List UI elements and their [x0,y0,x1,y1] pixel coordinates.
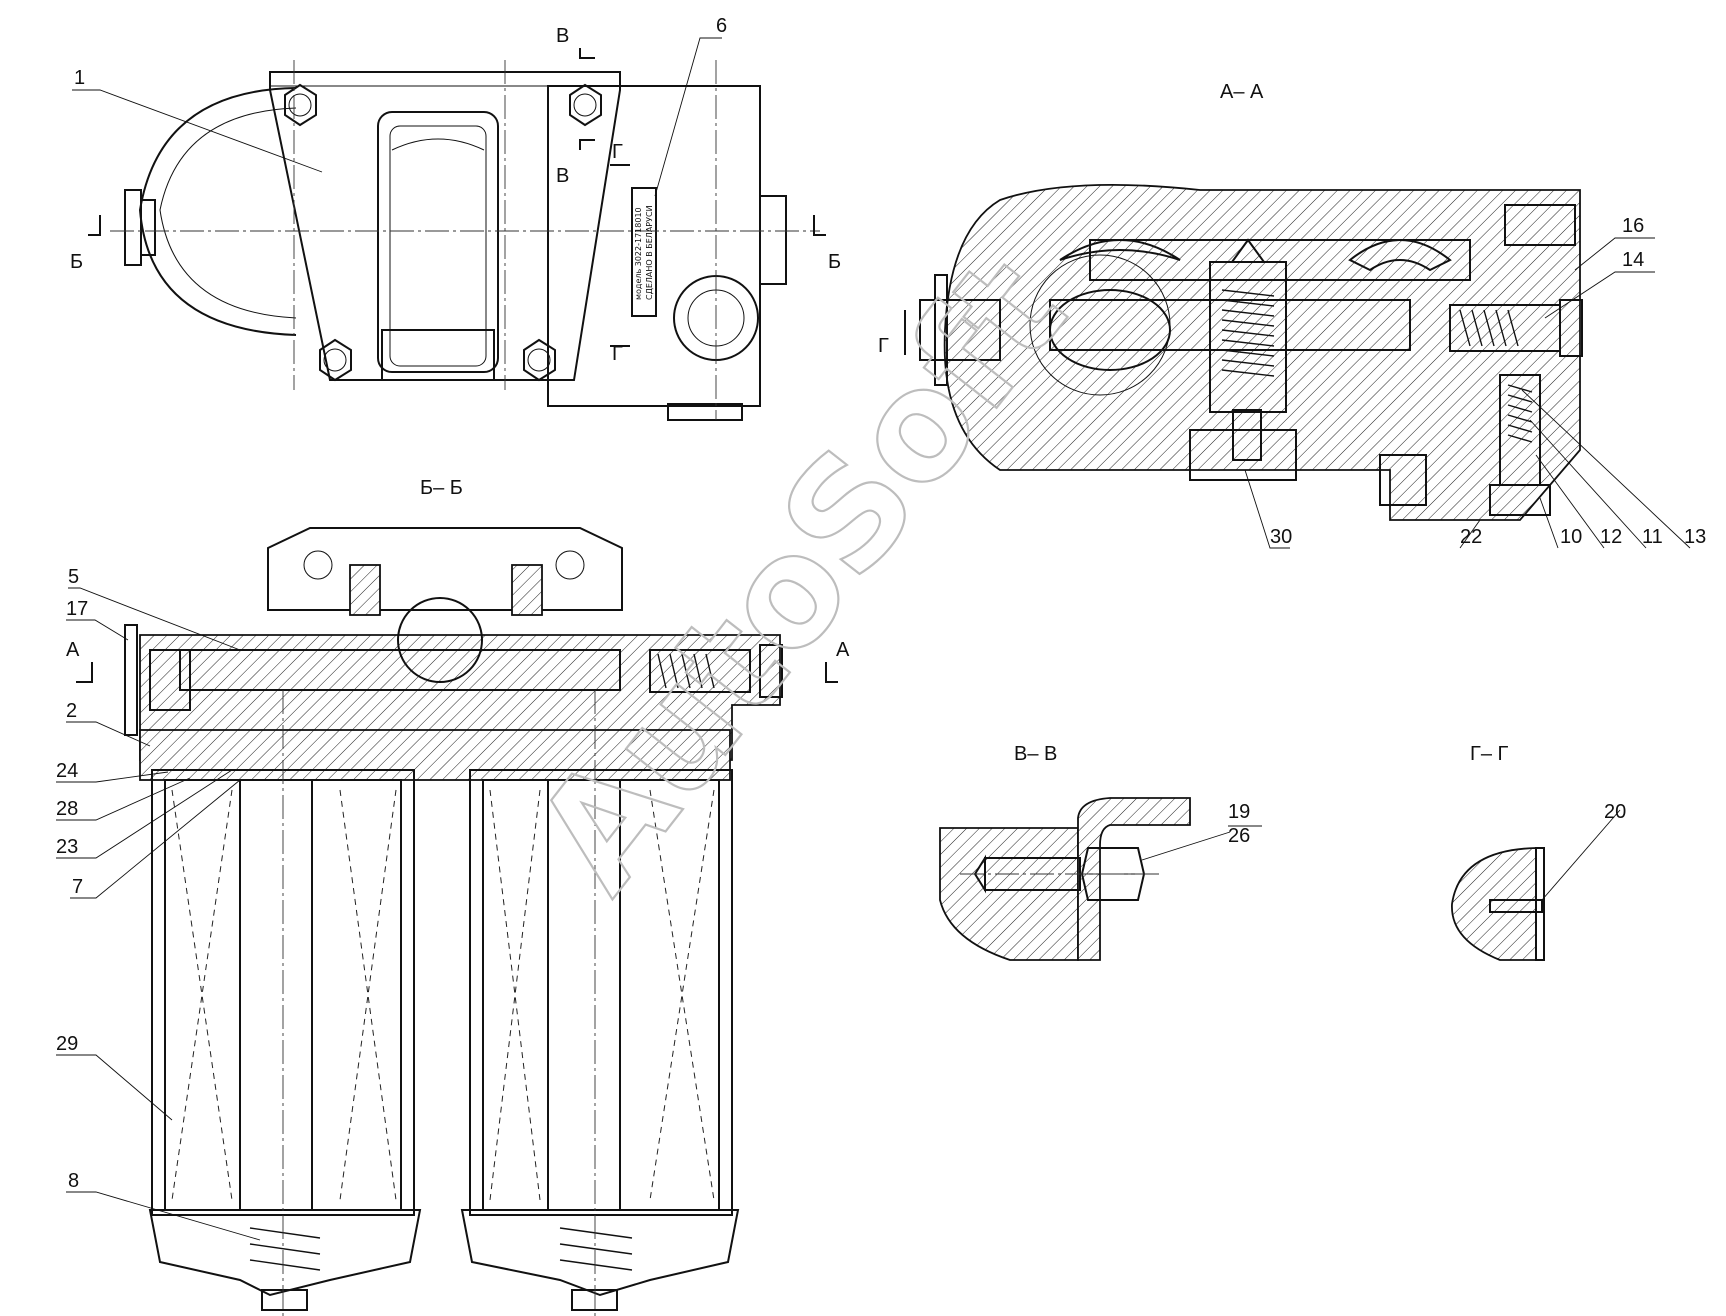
label-part-19: 19 [1228,801,1250,823]
filter-bowl-right [460,769,740,1311]
cut-label-g-top: Г [612,141,623,163]
label-part-6: 6 [716,15,727,37]
nameplate-line2: СДЕЛАНО В БЕЛАРУСИ [645,205,654,300]
label-part-8: 8 [68,1170,79,1192]
label-part-12: 12 [1600,526,1622,548]
bolt [523,338,556,382]
cut-mark-v: В В [556,25,595,187]
watermark: AutoSoft [503,227,1099,922]
label-part-30: 30 [1270,526,1292,548]
label-part-24: 24 [56,760,78,782]
cut-label-v-top: В [556,25,569,47]
label-part-2: 2 [66,700,77,722]
label-part-11: 11 [1642,526,1663,548]
filter-bowl-left [148,769,422,1311]
bolt [284,83,317,127]
label-part-20: 20 [1604,801,1626,823]
cut-label-g-bot: Г [612,343,623,365]
cut-label-a-right: А [836,639,850,661]
cut-label-b-left: Б [70,251,83,273]
label-part-29: 29 [56,1033,78,1055]
section-gg: Г– Г 20 [1451,743,1626,961]
label-part-26: 26 [1228,825,1250,847]
cut-label-v-mid: В [556,165,569,187]
section-bb: Б– Б [56,477,850,1316]
label-part-28: 28 [56,798,78,820]
cut-label-g-aa: Г [878,335,889,357]
label-part-16: 16 [1622,215,1644,237]
label-part-14: 14 [1622,249,1644,271]
label-part-5: 5 [68,566,79,588]
label-part-10: 10 [1560,526,1582,548]
label-part-23: 23 [56,836,78,858]
bolt [319,338,352,382]
cut-label-a-left: А [66,639,80,661]
section-title-bb: Б– Б [420,477,463,499]
section-aa: А– А Г 16 [878,81,1706,549]
bolt [569,83,602,127]
label-part-7: 7 [72,876,83,898]
label-part-17: 17 [66,598,88,620]
cut-mark-b: Б Б [70,215,841,273]
cut-mark-g: Г Г [610,141,630,365]
label-part-22: 22 [1460,526,1482,548]
nameplate-line1: модель 3022-1718010 [634,207,643,300]
label-part-1: 1 [74,67,85,89]
section-vv: В– В 19 26 [939,743,1262,961]
central-valve [1189,238,1297,481]
section-title-gg: Г– Г [1470,743,1509,765]
label-part-13: 13 [1684,526,1706,548]
section-title-aa: А– А [1220,81,1264,103]
section-title-vv: В– В [1014,743,1057,765]
cut-label-b-right: Б [828,251,841,273]
